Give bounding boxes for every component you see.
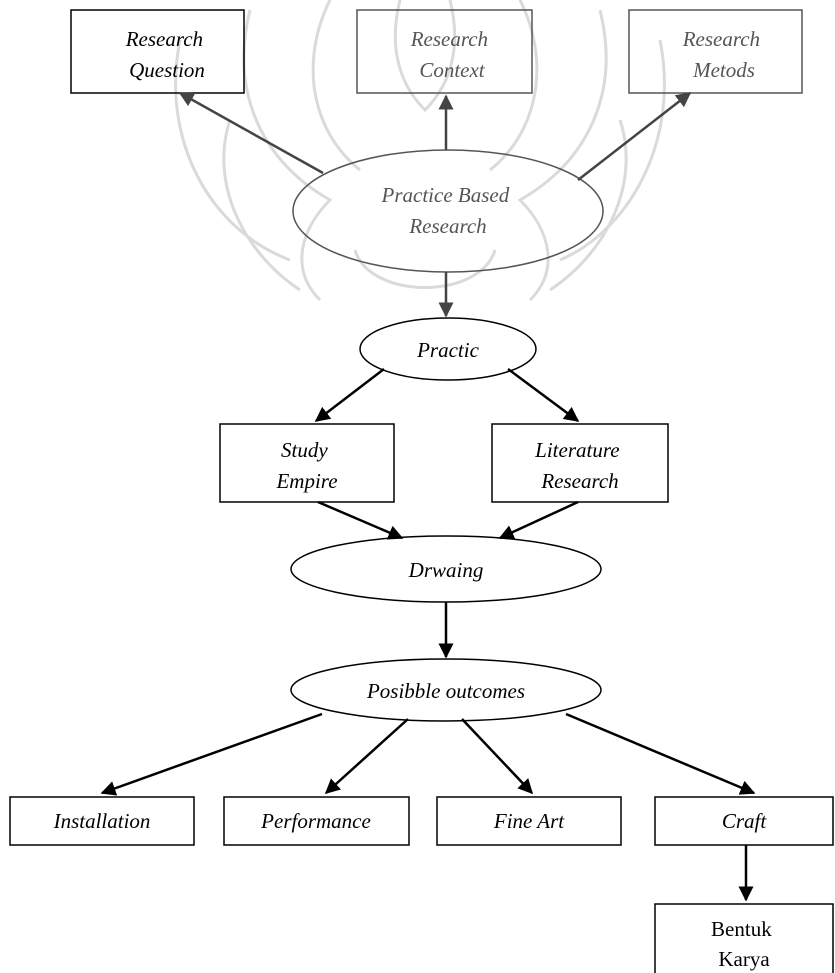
research-methods-label: Research Metods: [682, 27, 766, 82]
drawing-label: Drwaing: [408, 558, 484, 582]
arrow-to-research-question: [178, 91, 324, 175]
arrow-to-installation: [100, 712, 323, 796]
installation-box: [9, 796, 195, 846]
arrow-to-literature-research: [507, 367, 580, 423]
craft-box: [654, 796, 834, 846]
research-context-box: [356, 9, 533, 94]
study-empire-label: Study Empire: [275, 438, 337, 493]
arrow-to-fine-art: [461, 718, 534, 795]
installation-label: Installation: [53, 809, 151, 833]
bentuk-karya-label: Bentuk Karya: [711, 917, 777, 971]
research-methods-box: [628, 9, 803, 94]
practice-based-research-ellipse: [292, 149, 604, 273]
practice-based-research-label: Practice Based Research: [381, 183, 515, 238]
literature-research-box: [491, 423, 669, 503]
research-context-label: Research Context: [410, 27, 494, 82]
practic-label: Practic: [416, 338, 479, 362]
fine-art-label: Fine Art: [493, 809, 565, 833]
practic-ellipse: [359, 317, 537, 381]
arrow-to-research-methods: [577, 92, 692, 181]
research-question-box: [70, 9, 245, 94]
possible-outcomes-ellipse: [290, 658, 602, 722]
performance-label: Performance: [260, 809, 371, 833]
arrow-literature-to-drawing: [498, 500, 579, 540]
possible-outcomes-label: Posibble outcomes: [366, 679, 525, 703]
arrow-study-to-drawing: [317, 500, 404, 540]
arrow-to-craft: [565, 712, 756, 795]
literature-research-label: Literature Research: [534, 438, 625, 493]
performance-box: [223, 796, 410, 846]
bentuk-karya-box: [654, 903, 834, 973]
research-question-label: Research Question: [125, 27, 209, 82]
fine-art-box: [436, 796, 622, 846]
arrow-to-study-empire: [314, 368, 385, 422]
craft-label: Craft: [722, 809, 768, 833]
study-empire-box: [219, 423, 395, 503]
arrow-to-performance: [324, 718, 409, 795]
